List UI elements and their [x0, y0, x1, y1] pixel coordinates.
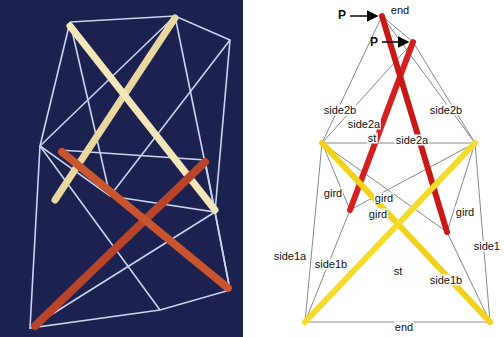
cable-label: side1b: [314, 259, 348, 270]
red-strut: [62, 152, 228, 288]
photo-strings: [30, 16, 230, 328]
cable-label: gird: [455, 207, 475, 218]
cable-label: side1a: [273, 251, 307, 262]
cables: [305, 16, 490, 322]
cable-label: gird: [374, 193, 394, 204]
yellow-strut: [305, 143, 475, 322]
strut-label: st: [367, 133, 378, 144]
load-arrow: [350, 15, 377, 17]
cable-label: gird: [368, 209, 388, 220]
cable-label: side2b: [323, 105, 357, 116]
cable-label: side1: [473, 241, 501, 252]
load-label: P: [337, 9, 347, 21]
cable-label: side2b: [429, 105, 463, 116]
yellow-strut: [55, 18, 175, 200]
cable-label: side1b: [429, 275, 463, 286]
load-label: P: [369, 36, 379, 48]
photo-background: [0, 0, 243, 337]
load-arrow: [382, 41, 408, 43]
cable-label: side2a: [347, 119, 381, 130]
strut-label: st: [393, 266, 404, 277]
yellow-strut: [322, 143, 490, 322]
cable-label: side2a: [395, 135, 429, 146]
cable-label: end: [394, 322, 414, 333]
yellow-strut: [70, 26, 215, 210]
cable-label: end: [390, 5, 410, 16]
cable-label: gird: [323, 188, 343, 199]
